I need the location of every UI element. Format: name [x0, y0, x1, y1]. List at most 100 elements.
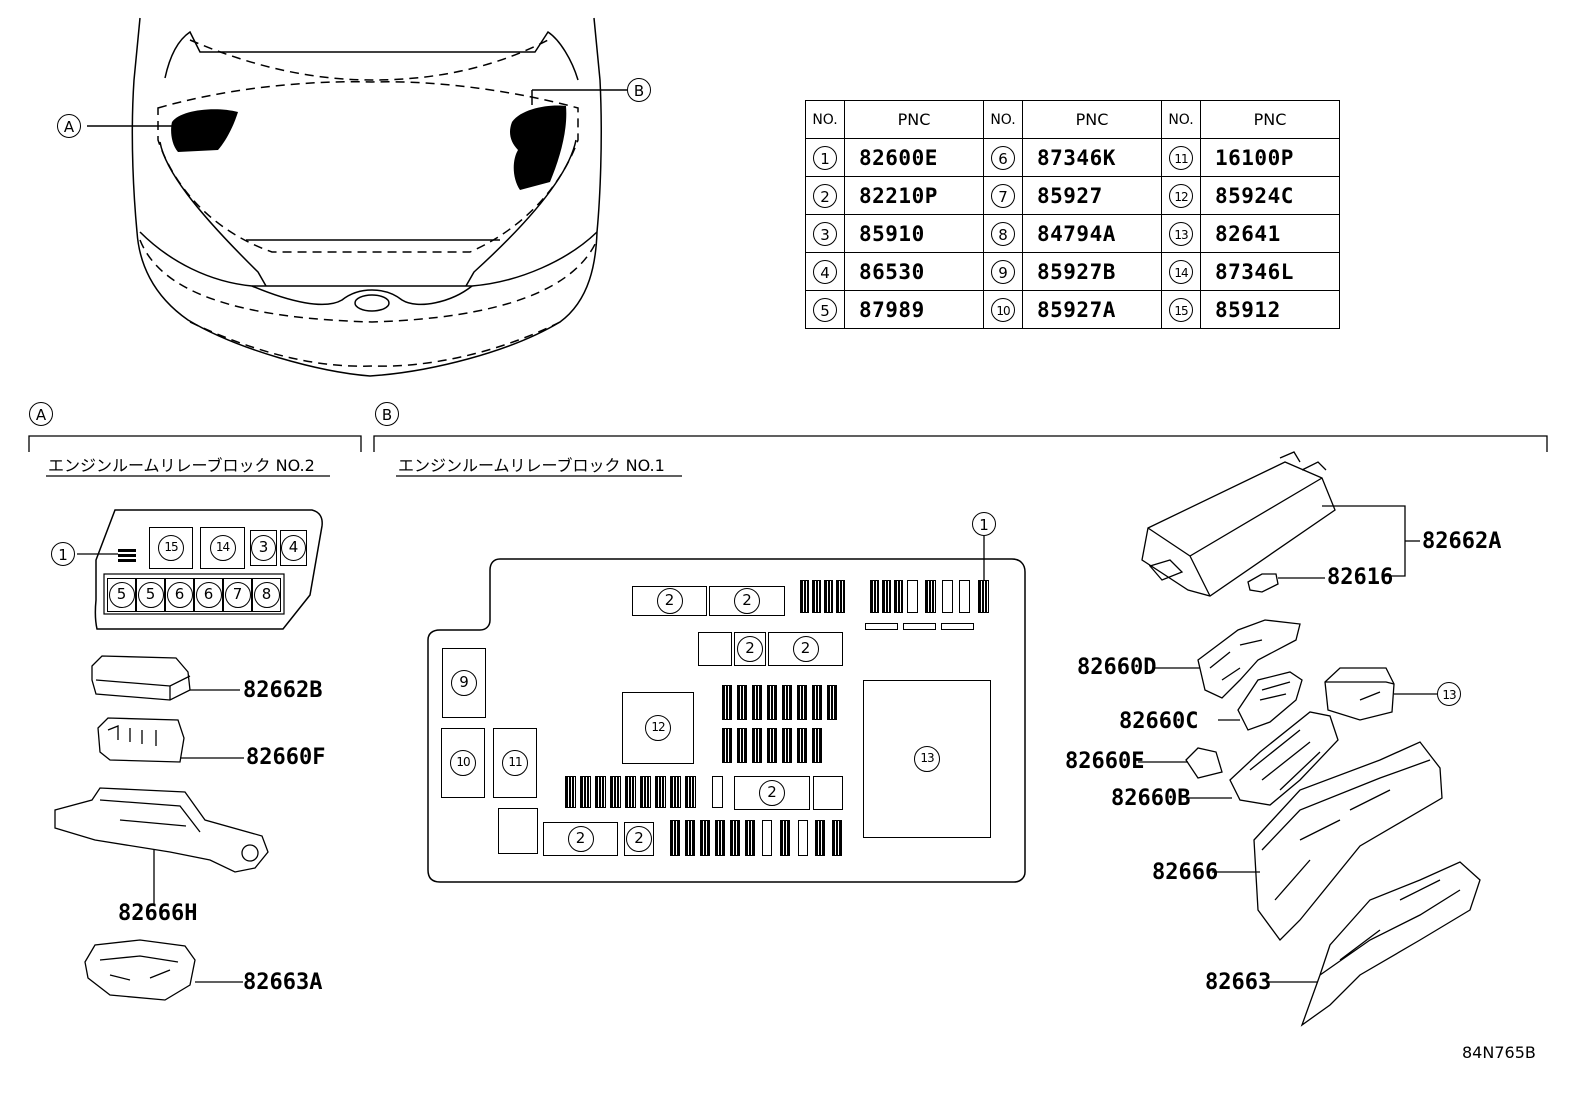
block-b-slot: 9: [442, 648, 486, 718]
block-b-slot-number: 10: [450, 750, 476, 776]
pnc-no-label: 9: [991, 259, 1015, 284]
fuse: [715, 820, 725, 856]
diagram-id: 84N765B: [1462, 1043, 1536, 1062]
pnc-no-label: 14: [1169, 259, 1193, 284]
block-b-slot: 2: [734, 632, 766, 666]
pnc-no-label: 12: [1169, 183, 1193, 208]
block-b-slot-number: 2: [656, 588, 683, 614]
fuse: [670, 820, 680, 856]
fuse: [752, 728, 762, 763]
fuse: [832, 820, 842, 856]
pnc-no-label: 3: [813, 221, 837, 246]
header-no: NO.: [1161, 100, 1201, 139]
pnc-table-header: NO. PNC NO. PNC NO. PNC: [805, 100, 1340, 139]
section-b-title: エンジンルームリレーブロック NO.1: [398, 456, 665, 475]
fuse: [815, 820, 825, 856]
pnc-no-label: 15: [1169, 297, 1193, 322]
block-b-slot-number: 11: [502, 750, 528, 776]
section-a-ref-label: A: [29, 402, 53, 426]
pnc-no-label: 2: [813, 183, 837, 208]
pnc-no-cell: 8: [983, 214, 1023, 253]
marker-1-block-b-label: 1: [972, 512, 996, 536]
pnc-no-cell: 10: [983, 290, 1023, 329]
fuse: [670, 776, 681, 808]
relay-block-b-outline: [427, 558, 1026, 883]
fuse: [685, 820, 695, 856]
block-a-slot: 7: [223, 578, 252, 612]
pnc-no-cell: 1: [805, 138, 845, 177]
hood-outline-dashed: [157, 81, 579, 253]
block-a-slot-number: 3: [251, 535, 276, 561]
block-a-slot-number: 4: [281, 535, 306, 561]
block-a-slot-number: 5: [108, 582, 135, 608]
pnc-value-cell: 85927B: [1022, 252, 1162, 291]
part-label-82660d: 82660D: [1077, 655, 1157, 680]
block-b-tab: [903, 623, 936, 630]
block-b-slot: 2: [632, 586, 707, 616]
vehicle-emblem: [354, 294, 390, 312]
section-b-bracket: [373, 435, 1548, 452]
block-a-slot: 5: [136, 578, 165, 612]
part-label-82660e: 82660E: [1065, 749, 1145, 774]
section-b-ref: B: [375, 402, 399, 426]
block-b-slot: [813, 776, 843, 810]
pnc-no-cell: 14: [1161, 252, 1201, 291]
fuse: [737, 685, 747, 720]
fuse: [730, 820, 740, 856]
pnc-no-label: 1: [813, 145, 837, 170]
pnc-value-cell: 82641: [1200, 214, 1340, 253]
header-no: NO.: [805, 100, 845, 139]
block-a-slot-number: 14: [209, 535, 236, 561]
vehicle-fender-left: [159, 141, 267, 287]
fuse: [767, 685, 777, 720]
pnc-value-cell: 85910: [844, 214, 984, 253]
block-b-slot: 13: [863, 680, 991, 838]
block-b-slot-number: 2: [626, 826, 652, 852]
block-b-slot: 2: [709, 586, 785, 616]
pnc-no-label: 10: [991, 297, 1015, 322]
bumper-dashed: [139, 239, 598, 323]
block-a-slot: 3: [250, 530, 277, 566]
block-b-slot-number: 9: [451, 670, 477, 696]
block-b-slot: 2: [543, 822, 618, 856]
section-a-ref: A: [29, 402, 53, 426]
fuse: [595, 776, 606, 808]
empty-fuse-slot: [762, 820, 772, 856]
fuse: [625, 776, 636, 808]
pnc-value-cell: 87346L: [1200, 252, 1340, 291]
fuse: [752, 685, 762, 720]
fuse: [836, 580, 845, 613]
pnc-no-label: 13: [1169, 221, 1193, 246]
fuse: [565, 776, 576, 808]
callout-a: A: [57, 114, 81, 138]
empty-fuse-slot: [942, 580, 953, 613]
empty-fuse-slot: [959, 580, 970, 613]
fuse: [737, 728, 747, 763]
parts-b-sketches: [1138, 451, 1481, 1027]
fuse: [812, 685, 822, 720]
fuse: [925, 580, 936, 613]
block-b-slot-number: 13: [914, 746, 940, 772]
header-pnc: PNC: [844, 100, 984, 139]
block-a-slot: 4: [280, 530, 307, 566]
part-label-82660f: 82660F: [246, 745, 326, 770]
fuse: [610, 776, 621, 808]
pnc-value-cell: 85924C: [1200, 176, 1340, 215]
pnc-no-label: 7: [991, 183, 1015, 208]
block-a-slot: 14: [200, 527, 245, 569]
pnc-no-cell: 15: [1161, 290, 1201, 329]
pnc-no-cell: 12: [1161, 176, 1201, 215]
pnc-no-label: 6: [991, 145, 1015, 170]
block-a-slot-number: 15: [158, 535, 184, 561]
pnc-value-cell: 85927A: [1022, 290, 1162, 329]
part-label-82666h: 82666H: [118, 901, 198, 926]
part-label-82663: 82663: [1205, 970, 1272, 995]
block-a-slot-number: 8: [253, 582, 280, 608]
marker-1-block-a: 1: [51, 542, 75, 566]
section-a-title: エンジンルームリレーブロック NO.2: [48, 456, 315, 475]
